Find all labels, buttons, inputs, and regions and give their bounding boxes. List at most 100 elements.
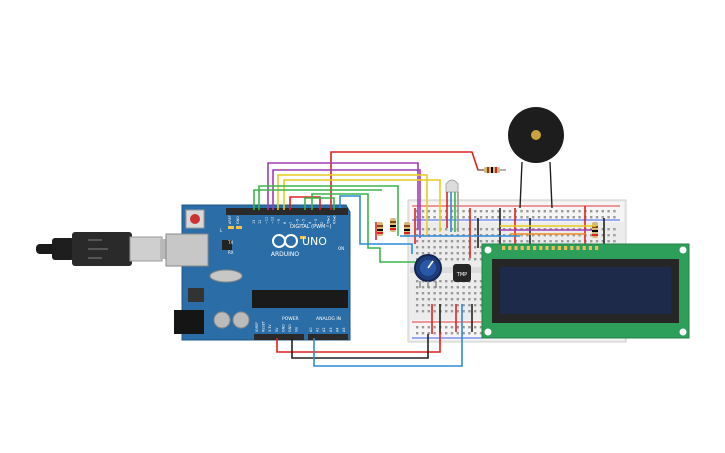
arduino-brand-label: ARDUINO — [271, 251, 300, 258]
breadboard-hole — [433, 280, 436, 283]
breadboard-hole — [479, 332, 483, 335]
piezo-buzzer[interactable] — [508, 107, 564, 209]
lcd-pin — [570, 246, 574, 250]
breadboard-hole — [421, 240, 425, 243]
breadboard-hole — [439, 292, 442, 295]
breadboard-hole — [526, 240, 529, 243]
breadboard-hole — [433, 332, 436, 335]
pin-label: A2 — [322, 328, 326, 332]
breadboard-hole — [462, 310, 465, 313]
breadboard-hole — [479, 292, 483, 295]
breadboard-hole — [421, 292, 425, 295]
breadboard-hole — [479, 240, 483, 243]
breadboard-hole — [491, 210, 494, 213]
temperature-sensor[interactable]: TMP — [453, 264, 471, 282]
breadboard-hole — [543, 210, 546, 213]
breadboard-hole — [439, 240, 442, 243]
breadboard-hole — [468, 258, 471, 261]
breadboard-hole — [566, 210, 570, 213]
potentiometer[interactable] — [414, 254, 442, 288]
arduino-logo-right — [284, 234, 298, 248]
breadboard-hole — [601, 240, 604, 243]
breadboard-hole — [450, 228, 454, 231]
breadboard-hole — [421, 286, 425, 289]
tx-label: TX — [227, 240, 233, 245]
breadboard-hole — [479, 310, 483, 313]
usb-cable[interactable] — [36, 232, 184, 266]
breadboard-hole — [503, 210, 506, 213]
breadboard-hole — [607, 228, 610, 231]
breadboard-hole — [485, 228, 488, 231]
breadboard-hole — [462, 292, 465, 295]
lcd-display[interactable] — [481, 243, 690, 339]
pin-label: 2 — [320, 222, 324, 224]
breadboard-hole — [479, 216, 483, 219]
arduino-model-label: UNO — [302, 235, 327, 248]
breadboard-hole — [549, 240, 552, 243]
pin-label: ~9 — [277, 219, 281, 224]
breadboard-hole — [433, 286, 436, 289]
breadboard-hole — [416, 292, 419, 295]
breadboard-hole — [462, 286, 465, 289]
breadboard-hole — [462, 228, 465, 231]
breadboard-hole — [572, 210, 575, 213]
breadboard-hole — [468, 310, 471, 313]
breadboard-hole — [421, 252, 425, 255]
breadboard-hole — [445, 280, 448, 283]
breadboard-hole — [601, 216, 604, 219]
arduino-uno-board[interactable]: ARDUINO UNO DIGITAL (PWM~) POWER ANALOG … — [165, 204, 351, 341]
digital-header — [226, 208, 348, 215]
breadboard-hole — [601, 228, 604, 231]
breadboard-hole — [468, 332, 471, 335]
capacitor-2 — [232, 311, 250, 329]
aref-label: AREF — [228, 215, 232, 224]
digital-header-label: DIGITAL (PWM~) — [290, 224, 332, 230]
breadboard-hole — [416, 280, 419, 283]
breadboard-hole — [462, 210, 465, 213]
resistor-1 — [377, 222, 383, 236]
breadboard-hole — [421, 326, 425, 329]
breadboard-hole — [595, 216, 599, 219]
rgb-led[interactable] — [445, 179, 459, 232]
breadboard-hole — [566, 216, 570, 219]
rx-label: RX — [228, 250, 234, 255]
breadboard-hole — [427, 286, 430, 289]
breadboard-hole — [450, 240, 454, 243]
breadboard-hole — [479, 280, 483, 283]
pin-label: ~10 — [271, 217, 275, 224]
breadboard-hole — [445, 246, 448, 249]
breadboard-hole — [532, 210, 535, 213]
lcd-pin — [520, 246, 524, 250]
breadboard-hole — [474, 252, 477, 255]
usb-port[interactable] — [165, 233, 209, 267]
gnd-label: GND — [236, 216, 240, 224]
lcd-pin — [595, 246, 599, 250]
breadboard-hole — [421, 228, 425, 231]
breadboard-hole — [416, 310, 419, 313]
breadboard-hole — [613, 228, 616, 231]
pin-label: IOREF — [255, 322, 259, 332]
breadboard-hole — [450, 216, 454, 219]
power-header-label: POWER — [282, 316, 299, 322]
breadboard-hole — [543, 240, 546, 243]
breadboard-hole — [456, 310, 459, 313]
breadboard-hole — [590, 240, 593, 243]
breadboard-hole — [572, 240, 575, 243]
pin-label: ~6 — [295, 219, 299, 224]
breadboard-hole — [450, 310, 454, 313]
breadboard-hole — [479, 252, 483, 255]
breadboard-hole — [561, 216, 564, 219]
breadboard-hole — [433, 292, 436, 295]
pin-label: RX◂0 — [333, 215, 337, 224]
breadboard-hole — [416, 326, 419, 329]
power-jack[interactable] — [174, 310, 204, 334]
breadboard-hole — [416, 332, 419, 335]
breadboard-hole — [462, 298, 465, 301]
reset-button[interactable] — [190, 214, 200, 224]
breadboard-hole — [555, 240, 558, 243]
breadboard-hole — [427, 304, 430, 307]
breadboard-hole — [607, 234, 610, 237]
atmega-chip — [252, 290, 348, 308]
